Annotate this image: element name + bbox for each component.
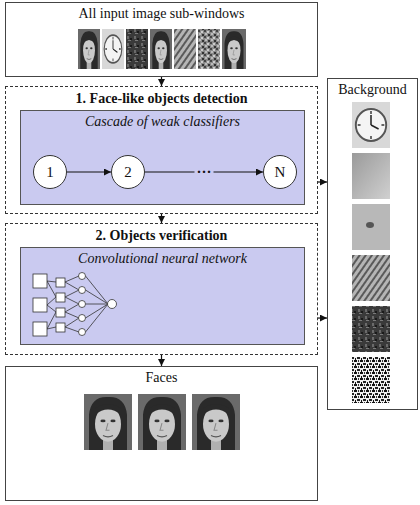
- face-thumbnails: [192, 394, 240, 450]
- flow-arrow: [161, 355, 162, 366]
- background-thumbnails: [366, 222, 374, 228]
- box-title: Cascade of weak classifiers: [21, 111, 304, 130]
- cnn-illustration: [33, 274, 47, 288]
- flow-arrow: [318, 181, 327, 182]
- background-thumbnails: [352, 357, 390, 403]
- edge-label: ···: [194, 164, 213, 180]
- background-thumbnails: [352, 153, 390, 199]
- cnn-illustration: [79, 273, 86, 280]
- face-thumbnails: [138, 394, 186, 450]
- flow-arrow: [161, 214, 162, 223]
- cnn-box: Convolutional neural network: [20, 247, 305, 345]
- box-title: Faces: [6, 367, 317, 386]
- input-box: All input image sub-windows: [5, 2, 318, 77]
- cnn-illustration: [47, 281, 56, 329]
- cnn-illustration: [33, 322, 47, 336]
- flow-arrow: [161, 77, 162, 86]
- stage-number: 1: [46, 164, 54, 180]
- box-title: 2. Objects verification: [6, 224, 317, 244]
- cnn-illustration: [86, 276, 109, 332]
- input-thumbnails: [126, 29, 148, 69]
- cnn-ground: [20, 247, 305, 345]
- input-thumbnails: [78, 29, 100, 69]
- cascade-ground: [20, 110, 305, 205]
- cnn-illustration: [56, 308, 65, 317]
- cnn-illustration: [56, 278, 65, 287]
- background-thumbnails: [352, 306, 390, 352]
- cnn-illustration: [65, 276, 79, 332]
- background-thumbnails: [352, 204, 390, 250]
- box-title: Background: [328, 79, 417, 98]
- cnn-illustration: [33, 298, 47, 312]
- box-title: 1. Face-like objects detection: [6, 87, 317, 107]
- input-thumbnails: [102, 29, 124, 69]
- cascade-box: Cascade of weak classifiers 1 2 N: [20, 110, 305, 205]
- face-thumbnails: [84, 394, 132, 450]
- stage-box: 1. Face-like objects detectionCascade of…: [5, 86, 318, 214]
- background-thumbnails: [352, 102, 390, 148]
- classifier-circle: 2: [111, 155, 145, 189]
- cnn-illustration: [79, 315, 86, 322]
- classifier-circle: N: [263, 155, 297, 189]
- cnn-illustration: [79, 301, 86, 308]
- stage-number: N: [275, 164, 286, 180]
- cnn-illustration: [33, 273, 117, 337]
- cnn-illustration: [79, 287, 86, 294]
- face-thumbnails: [84, 394, 240, 450]
- faces-box: Faces: [5, 366, 318, 501]
- box-title: Convolutional neural network: [21, 248, 304, 267]
- flow-arrow: [67, 171, 111, 172]
- cnn-illustration: [56, 323, 65, 332]
- input-thumbnails: [150, 29, 172, 69]
- cnn-illustration: [56, 293, 65, 302]
- background-thumbnails: [352, 255, 390, 301]
- input-thumbnails: [78, 29, 246, 69]
- cnn-illustration: [108, 300, 117, 309]
- flow-arrow: [318, 317, 327, 318]
- cnn-illustration: [79, 329, 86, 336]
- background-box: Background: [327, 78, 418, 410]
- stage-box: 2. Objects verificationConvolutional neu…: [5, 223, 318, 355]
- input-thumbnails: [174, 29, 196, 69]
- box-title: All input image sub-windows: [6, 3, 317, 22]
- input-thumbnails: [222, 29, 246, 69]
- background-thumbnails: [352, 102, 390, 403]
- input-thumbnails: [198, 29, 220, 69]
- stage-number: 2: [124, 164, 132, 180]
- classifier-circle: 1: [33, 155, 67, 189]
